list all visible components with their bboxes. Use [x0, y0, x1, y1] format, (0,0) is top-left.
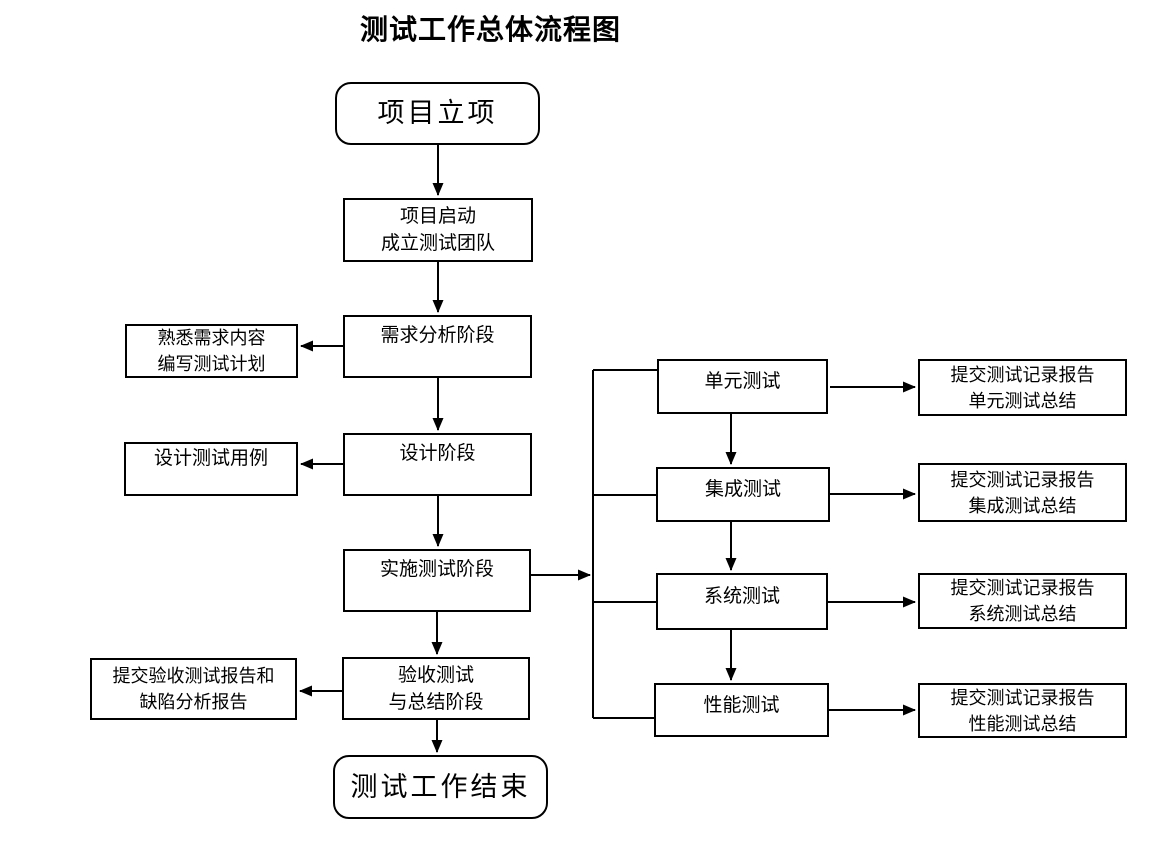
node-label: 提交验收测试报告和 缺陷分析报告	[112, 666, 275, 712]
node-integration-test: 集成测试	[656, 467, 830, 522]
node-label: 提交测试记录报告 系统测试总结	[950, 578, 1095, 624]
node-system-test: 系统测试	[656, 573, 828, 630]
node-label: 性能测试	[703, 694, 780, 716]
node-acceptance-defect-reports: 提交验收测试报告和 缺陷分析报告	[90, 658, 297, 720]
node-requirements-analysis: 需求分析阶段	[343, 315, 532, 378]
node-label: 集成测试	[704, 479, 781, 500]
node-label: 项目立项	[377, 98, 498, 128]
node-label: 系统测试	[703, 586, 780, 607]
node-test-implementation: 实施测试阶段	[343, 549, 531, 612]
node-unit-test-report: 提交测试记录报告 单元测试总结	[918, 359, 1127, 416]
node-label: 熟悉需求内容 编写测试计划	[157, 328, 266, 374]
node-performance-test-report: 提交测试记录报告 性能测试总结	[918, 683, 1127, 738]
node-study-requirements-write-plan: 熟悉需求内容 编写测试计划	[125, 324, 298, 378]
node-project-initiation: 项目立项	[335, 82, 540, 145]
node-label: 验收测试 与总结阶段	[388, 664, 484, 713]
node-label: 设计测试用例	[153, 447, 268, 469]
node-label: 提交测试记录报告 单元测试总结	[950, 364, 1095, 411]
node-label: 设计阶段	[399, 443, 476, 464]
node-label: 单元测试	[704, 371, 781, 392]
node-performance-test: 性能测试	[654, 683, 829, 737]
node-label: 测试工作结束	[350, 771, 531, 802]
node-unit-test: 单元测试	[657, 359, 828, 414]
node-label: 提交测试记录报告 集成测试总结	[950, 469, 1095, 516]
node-system-test-report: 提交测试记录报告 系统测试总结	[918, 573, 1127, 629]
node-label: 项目启动 成立测试团队	[380, 206, 495, 254]
node-acceptance-summary-phase: 验收测试 与总结阶段	[342, 657, 530, 720]
node-project-kickoff: 项目启动 成立测试团队	[343, 198, 533, 262]
diagram-title: 测试工作总体流程图	[360, 14, 622, 45]
node-test-work-end: 测试工作结束	[333, 755, 548, 819]
node-label: 提交测试记录报告 性能测试总结	[950, 687, 1095, 734]
node-design-test-cases: 设计测试用例	[124, 442, 298, 496]
node-design-phase: 设计阶段	[343, 433, 532, 496]
node-label: 需求分析阶段	[380, 325, 495, 346]
node-label: 实施测试阶段	[379, 559, 494, 580]
node-integration-test-report: 提交测试记录报告 集成测试总结	[918, 463, 1127, 522]
